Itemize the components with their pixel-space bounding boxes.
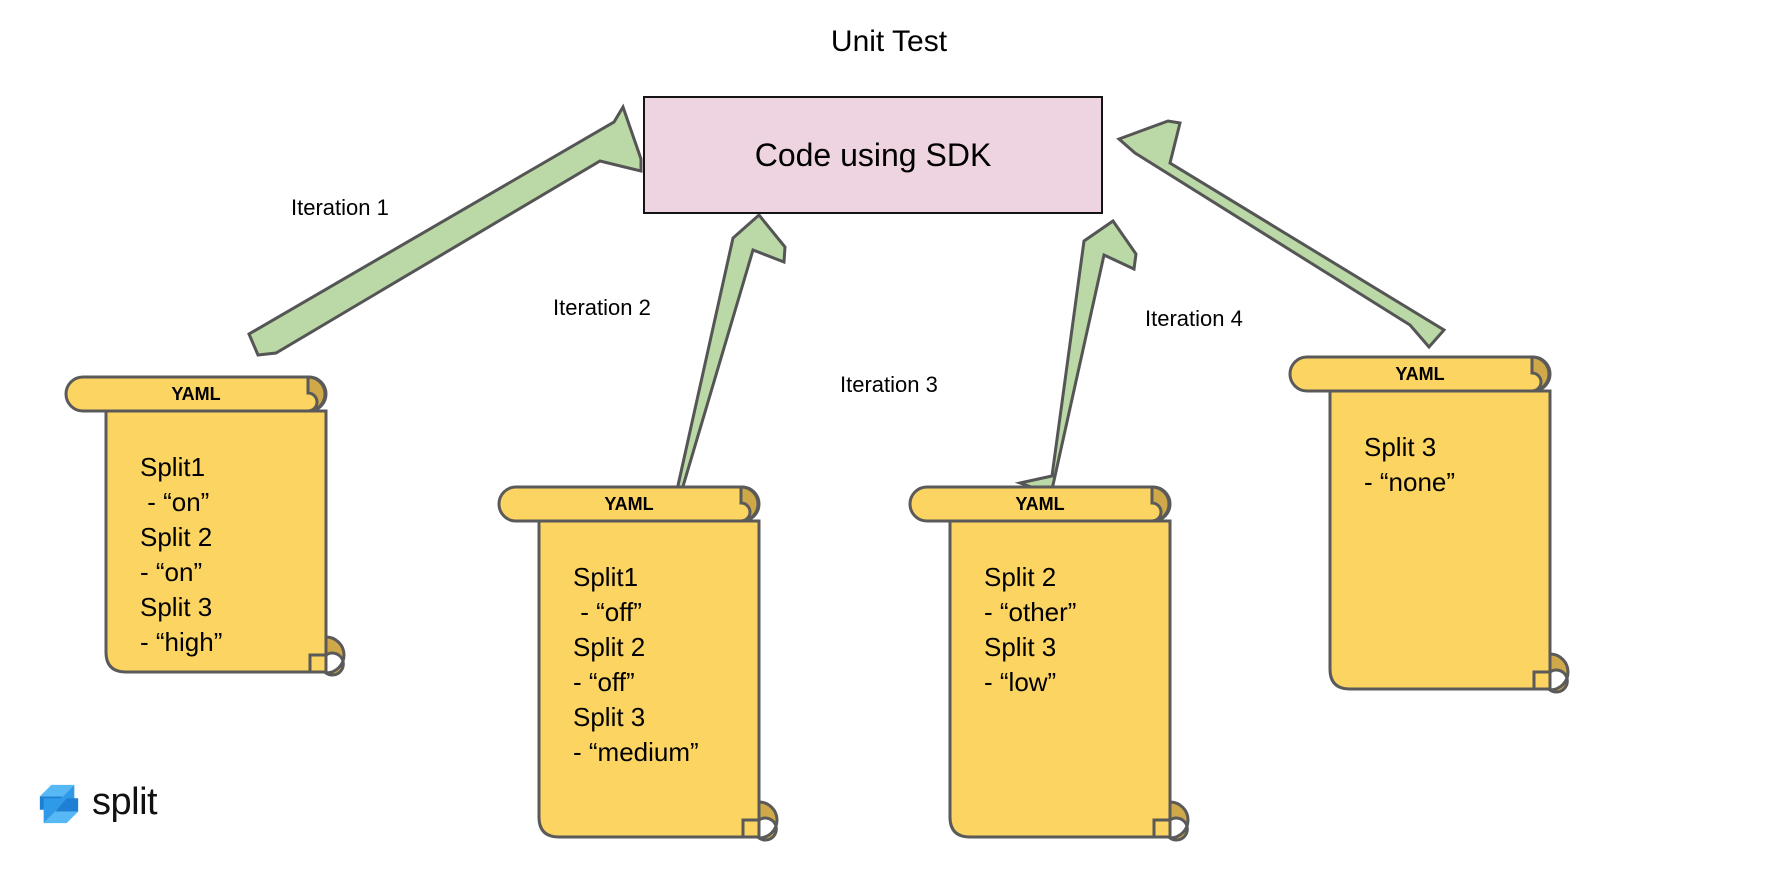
yaml-line: - “high” bbox=[140, 627, 223, 657]
yaml-line: Split 3 bbox=[984, 632, 1057, 662]
yaml-line: - “medium” bbox=[573, 737, 699, 767]
scroll-top-curl bbox=[1530, 355, 1551, 393]
yaml-scroll-2: YAML Split1 - “off” Split 2 - “off” Spli… bbox=[497, 485, 833, 860]
yaml-scroll-1-graphic bbox=[64, 375, 346, 677]
yaml-scroll-2-graphic bbox=[497, 485, 779, 842]
scroll-body bbox=[104, 409, 328, 674]
split-logo-icon bbox=[39, 784, 79, 824]
yaml-line: Split1 bbox=[140, 452, 206, 482]
scroll-bottom-curl-edge bbox=[308, 637, 328, 674]
scroll-top-curl bbox=[306, 375, 327, 413]
yaml-scroll-1-content: Split1 - “on” Split 2 - “on” Split 3 - “… bbox=[140, 450, 222, 660]
arrow-iteration-1 bbox=[247, 103, 643, 357]
scroll-bottom-curl-edge bbox=[1152, 802, 1172, 839]
arrow-iteration-4 bbox=[1116, 119, 1447, 350]
yaml-line: Split 2 bbox=[573, 632, 646, 662]
scroll-bottom-curl bbox=[1165, 800, 1190, 842]
split-wordmark: split bbox=[92, 781, 158, 823]
yaml-line: - “off” bbox=[573, 597, 642, 627]
yaml-line: Split 3 bbox=[573, 702, 646, 732]
yaml-line: Split 2 bbox=[984, 562, 1057, 592]
yaml-scroll-2-header: YAML bbox=[604, 494, 654, 514]
scroll-bottom-curl bbox=[754, 800, 779, 842]
yaml-scroll-1: YAML Split1 - “on” Split 2 - “on” Split … bbox=[64, 375, 400, 695]
yaml-line: Split 3 bbox=[140, 592, 213, 622]
scroll-body bbox=[948, 519, 1172, 839]
scroll-top-curl bbox=[739, 485, 760, 523]
yaml-line: - “none” bbox=[1364, 467, 1456, 497]
yaml-line: - “other” bbox=[984, 597, 1077, 627]
scroll-bottom-curl bbox=[321, 635, 346, 677]
yaml-line: Split 2 bbox=[140, 522, 213, 552]
yaml-scroll-3-content: Split 2 - “other” Split 3 - “low” bbox=[984, 560, 1076, 700]
yaml-scroll-4: YAML Split 3 - “none” bbox=[1288, 355, 1624, 730]
page-title: Unit Test bbox=[830, 25, 948, 58]
arrow-label-iteration-2: Iteration 2 bbox=[553, 295, 651, 320]
yaml-scroll-1-header: YAML bbox=[171, 384, 221, 404]
yaml-scroll-4-header: YAML bbox=[1395, 364, 1445, 384]
yaml-scroll-2-content: Split1 - “off” Split 2 - “off” Split 3 -… bbox=[573, 560, 699, 770]
scroll-body bbox=[1328, 389, 1552, 691]
scroll-top-curl bbox=[1150, 485, 1171, 523]
scroll-bottom-curl-edge bbox=[741, 802, 761, 839]
arrow-iteration-3 bbox=[1014, 218, 1138, 496]
scroll-body bbox=[537, 519, 761, 839]
yaml-scroll-4-graphic bbox=[1288, 355, 1570, 694]
code-using-sdk-box: Code using SDK bbox=[643, 96, 1103, 214]
yaml-line: - “off” bbox=[573, 667, 635, 697]
arrow-label-iteration-3: Iteration 3 bbox=[840, 372, 938, 397]
scroll-bottom-curl bbox=[1545, 652, 1570, 694]
yaml-line: Split 3 bbox=[1364, 432, 1437, 462]
yaml-line: - “on” bbox=[140, 487, 210, 517]
yaml-line: - “low” bbox=[984, 667, 1057, 697]
split-brand-logo: split bbox=[36, 778, 206, 830]
yaml-line: - “on” bbox=[140, 557, 203, 587]
arrow-label-iteration-1: Iteration 1 bbox=[291, 195, 389, 220]
arrow-iteration-2 bbox=[642, 212, 787, 513]
arrow-label-iteration-4: Iteration 4 bbox=[1145, 306, 1243, 331]
code-box-label: Code using SDK bbox=[754, 136, 992, 173]
yaml-scroll-3-header: YAML bbox=[1015, 494, 1065, 514]
yaml-scroll-3: YAML Split 2 - “other” Split 3 - “low” bbox=[908, 485, 1244, 860]
yaml-scroll-3-graphic bbox=[908, 485, 1190, 842]
scroll-bottom-curl-edge bbox=[1532, 654, 1552, 691]
yaml-scroll-4-content: Split 3 - “none” bbox=[1364, 430, 1455, 500]
yaml-line: Split1 bbox=[573, 562, 639, 592]
